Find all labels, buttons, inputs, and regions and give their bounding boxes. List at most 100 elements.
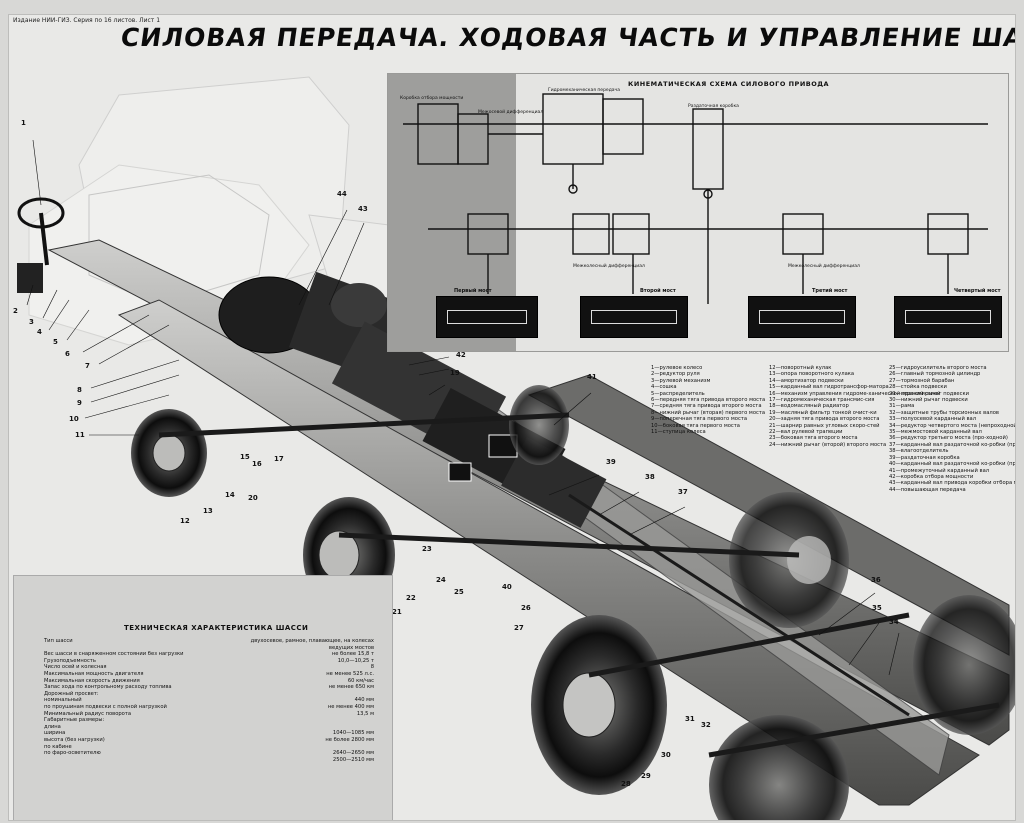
axle-3-box <box>748 296 856 338</box>
spec-key: Минимальный радиус поворота <box>44 710 132 717</box>
legend-item: 18—водомасляный радиатор <box>769 403 849 410</box>
legend-item: 40—карданный вал раздаточной ко-робки (п… <box>889 461 1016 468</box>
fineprint: Издание НИИ-ГИЗ. Серия по 16 листов. Лис… <box>13 17 161 24</box>
legend-item: 32—защитные трубы торсионных валов <box>889 409 999 416</box>
callout-26: 26 <box>521 604 531 612</box>
chassis-drawing <box>17 76 1015 820</box>
callout-30: 30 <box>661 751 671 759</box>
spec-row: Запас хода по контрольному расходу топли… <box>44 684 374 691</box>
legend-item: 14—амортизатор подвески <box>769 377 844 384</box>
legend-item: 26—главный тормозной цилиндр <box>889 371 981 378</box>
axles <box>158 412 1000 758</box>
callout-38: 38 <box>645 473 655 481</box>
legend-item: 16—механизм управления гидроме-ханическо… <box>769 390 941 397</box>
steering-wheel <box>17 197 65 293</box>
spec-value: 13,5 м <box>356 710 374 717</box>
callout-7: 7 <box>85 362 90 370</box>
legend-item: 42—коробка отбора мощности <box>889 473 974 480</box>
callout-6: 6 <box>65 350 70 358</box>
callout-25: 25 <box>454 588 464 596</box>
legend-item: 15—карданный вал гидротрансфор-матора <box>769 384 889 391</box>
callout-1: 1 <box>21 119 26 127</box>
legend-item: 23—боковая тяга второго моста <box>769 435 858 442</box>
legend-item: 2—редуктор руля <box>651 371 700 378</box>
spec-row: длина <box>44 724 374 731</box>
legend-item: 28—стойка подвески <box>889 384 947 391</box>
legend-item: 13—опора поворотного кулака <box>769 371 855 378</box>
legend-item: 17—гидромеханическая трансмис-сия <box>769 397 875 404</box>
callout-28: 28 <box>621 780 631 788</box>
spec-panel: ТЕХНИЧЕСКАЯ ХАРАКТЕРИСТИКА ШАССИ Тип шас… <box>13 575 393 820</box>
legend-item: 34—редуктор четвертого моста (непроходно… <box>889 422 1016 429</box>
spec-row: Дорожный просвет: <box>44 691 374 698</box>
callout-34: 34 <box>889 618 899 626</box>
spec-key: Вес шасси в снаряженном состоянии без на… <box>44 651 184 658</box>
callout-16: 16 <box>252 460 262 468</box>
callout-23: 23 <box>422 545 432 553</box>
wheels <box>131 385 1015 820</box>
legend-item: 43—карданный вал привода коробки отбора … <box>889 480 1015 487</box>
scheme-label-transfer: Раздаточная коробка <box>688 104 739 109</box>
callout-43: 43 <box>358 205 368 213</box>
callout-31: 31 <box>685 715 695 723</box>
callout-8: 8 <box>77 386 82 394</box>
callout-3: 3 <box>29 318 34 326</box>
spec-key: Запас хода по контрольному расходу топли… <box>44 684 172 691</box>
axle-1-label: Первый мост <box>454 288 492 294</box>
callout-17: 17 <box>274 455 284 463</box>
callout-41: 41 <box>587 373 597 381</box>
poster: СИЛОВАЯ ПЕРЕДАЧА. ХОДОВАЯ ЧАСТЬ И УПРАВЛ… <box>8 14 1016 821</box>
legend-item: 22—вал рулевой трапеции <box>769 429 843 436</box>
legend-item: 3—рулевой механизм <box>651 377 711 384</box>
scheme-label-gearbox: Гидромеханическая передача <box>548 88 620 93</box>
spec-row: высота (без нагрузки)не более 2800 мм <box>44 737 374 744</box>
spec-key: Максимальная мощность двигателя <box>44 670 144 677</box>
spec-key: Максимальная скорость движения <box>44 677 140 684</box>
callout-42: 42 <box>456 351 466 359</box>
scheme-label-pto: Коробка отбора мощности <box>400 96 464 101</box>
callout-4: 4 <box>37 328 42 336</box>
spec-value: 10,0—10,25 т <box>337 657 374 664</box>
legend-item: 24—нижний рычаг (второй) второго моста <box>769 441 887 448</box>
callout-27: 27 <box>514 624 524 632</box>
scheme-label-mid-diff-3: Межколесный дифференциал <box>788 264 860 269</box>
legend-item: 7—средняя тяга привода второго моста <box>651 403 762 410</box>
spec-key: по фаро-осветителю <box>44 750 101 757</box>
spec-row: Вес шасси в снаряженном состоянии без на… <box>44 651 374 658</box>
spec-row: Габаритные размеры: <box>44 717 374 724</box>
callout-24: 24 <box>436 576 446 584</box>
callout-12: 12 <box>180 517 190 525</box>
legend-item: 38—влагоотделитель <box>889 448 949 455</box>
callout-15: 15 <box>240 453 250 461</box>
spec-row: Максимальная мощность двигателя не менее … <box>44 671 374 678</box>
scheme-title: КИНЕМАТИЧЕСКАЯ СХЕМА СИЛОВОГО ПРИВОДА <box>628 80 830 88</box>
spec-value: не менее 525 л.с. <box>326 670 374 677</box>
callout-13: 13 <box>203 507 213 515</box>
legend-item: 5—распределитель <box>651 390 705 397</box>
spec-key: высота (без нагрузки) <box>44 736 105 743</box>
wheel-3-right <box>913 595 1015 735</box>
callout-10: 10 <box>69 415 79 423</box>
callout-40: 40 <box>502 583 512 591</box>
legend-item: 9—поперечная тяга первого моста <box>651 416 748 423</box>
spec-value: двухосевое, рамное, плавающее, на колеса… <box>250 638 374 644</box>
kinematic-scheme: КИНЕМАТИЧЕСКАЯ СХЕМА СИЛОВОГО ПРИВОДА <box>387 73 1009 352</box>
spec-key: длина <box>44 723 61 730</box>
spec-value: не менее 650 км <box>328 684 374 691</box>
leader-lines <box>26 139 900 676</box>
legend-item: 36—редуктор третьего моста (про-ходной) <box>889 435 1008 442</box>
callout-32: 32 <box>701 721 711 729</box>
legend-item: 12—поворотный кулак <box>769 365 832 371</box>
legend-item: 11—ступица колеса <box>651 429 706 436</box>
scheme-label-diff: Межосевой дифференциал <box>478 110 544 115</box>
legend-item: 25—гидроусилитель второго моста <box>889 365 987 371</box>
axle-1-box <box>436 296 538 338</box>
